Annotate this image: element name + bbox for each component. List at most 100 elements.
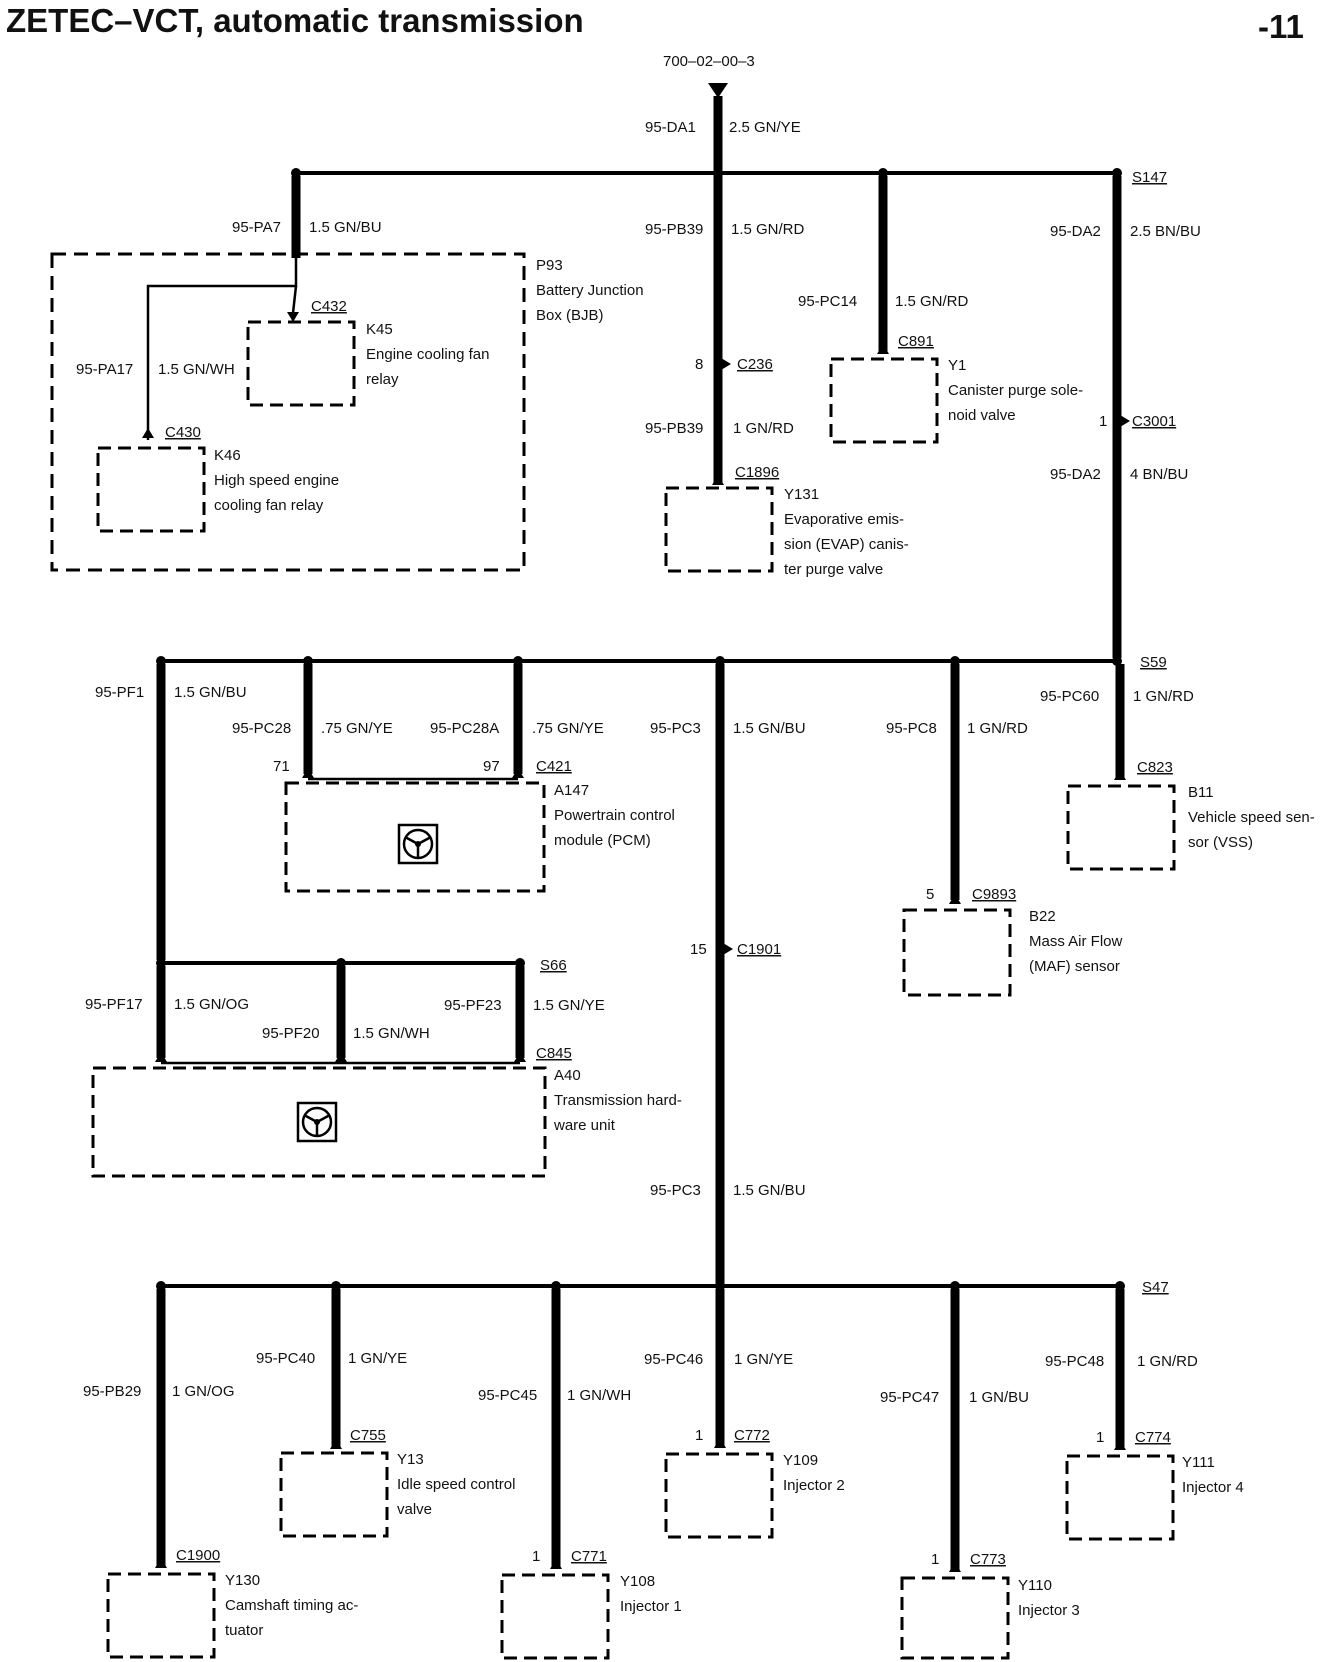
component-desc: Battery Junction — [536, 282, 644, 299]
wire-label-circuit: 95-PB29 — [83, 1383, 141, 1400]
connector-label-c432: C432 — [311, 298, 347, 315]
wire-label-circuit: 95-PC45 — [478, 1387, 537, 1404]
splice-dot — [1112, 168, 1122, 178]
splice-dot — [291, 168, 301, 178]
wire-label-spec: 1 GN/RD — [1133, 688, 1194, 705]
pin-number: 1 — [532, 1548, 540, 1565]
wire-label-spec: 1.5 GN/YE — [533, 997, 605, 1014]
wire-label-circuit: 95-PF17 — [85, 996, 143, 1013]
splice-dot — [156, 1281, 166, 1291]
connector-label-c9893: C9893 — [972, 886, 1016, 903]
source-arrow-icon — [708, 83, 728, 98]
connector-arrow-icon — [877, 344, 889, 354]
component-desc: noid valve — [948, 407, 1016, 424]
pin-number: 97 — [483, 758, 500, 775]
component-desc: ware unit — [553, 1117, 616, 1134]
actuator-y130 — [106, 1572, 216, 1659]
component-desc: Vehicle speed sen- — [1188, 809, 1315, 826]
steering-wheel-icon — [397, 823, 439, 865]
component-desc: High speed engine — [214, 472, 339, 489]
connector-arrow-icon — [330, 1439, 342, 1449]
wire-label-spec: 2.5 BN/BU — [1130, 223, 1201, 240]
connector-arrow-icon — [142, 428, 154, 438]
connector-label-c421: C421 — [536, 758, 572, 775]
wire-label-spec: 1.5 GN/RD — [895, 293, 969, 310]
pin-number: 5 — [926, 886, 934, 903]
battery-junction-box — [50, 252, 526, 572]
wire-label-spec: 1.5 GN/BU — [733, 720, 806, 737]
wire-label-spec: 1 GN/RD — [733, 420, 794, 437]
page-number: -11 — [1258, 8, 1304, 45]
wire-label-circuit: 95-PF20 — [262, 1025, 320, 1042]
splice-dot — [156, 958, 166, 968]
component-desc: Injector 4 — [1182, 1479, 1244, 1496]
wire-label-spec: 1.5 GN/OG — [174, 996, 249, 1013]
component-id-y108: Y108 — [620, 1573, 655, 1590]
connector-label-c1896: C1896 — [735, 464, 779, 481]
component-id-y130: Y130 — [225, 1572, 260, 1589]
connector-label-c771: C771 — [571, 1548, 607, 1565]
connector-arrow-icon — [302, 768, 314, 778]
injector-y108 — [500, 1573, 610, 1660]
wire-label-spec: 1.5 GN/WH — [353, 1025, 430, 1042]
wire-label-circuit: 95-PC48 — [1045, 1353, 1104, 1370]
component-desc: Box (BJB) — [536, 307, 604, 324]
splice-dot — [331, 1281, 341, 1291]
connector-arrow-icon — [287, 312, 299, 322]
connector-label-c773: C773 — [970, 1551, 1006, 1568]
connector-arrow-icon — [714, 1438, 726, 1448]
connector-arrow-icon — [712, 475, 724, 485]
component-desc: Injector 2 — [783, 1477, 845, 1494]
wire-label-circuit: 95-DA1 — [645, 119, 696, 136]
pin-number: 1 — [1099, 413, 1107, 430]
relay-k45 — [246, 320, 356, 407]
splice-dot — [878, 168, 888, 178]
component-id-y110: Y110 — [1018, 1577, 1052, 1594]
wire-label-spec: 1.5 GN/BU — [174, 684, 247, 701]
wire-label-spec: 1 GN/OG — [172, 1383, 235, 1400]
wire-label-spec: 1 GN/RD — [1137, 1353, 1198, 1370]
splice-label-s59: S59 — [1140, 654, 1167, 671]
connector-arrow-icon — [514, 1052, 526, 1062]
wire-label-circuit: 95-PC47 — [880, 1389, 939, 1406]
wire-label-circuit: 95-PF1 — [95, 684, 144, 701]
connector-arrow-icon — [512, 768, 524, 778]
pin-number: 1 — [695, 1427, 703, 1444]
connector-label-c236: C236 — [737, 356, 773, 373]
connector-arrow-icon — [949, 894, 961, 904]
wire-label-spec: 1.5 GN/WH — [158, 361, 235, 378]
component-desc: Mass Air Flow — [1029, 933, 1123, 950]
connector-arrow-icon — [335, 1052, 347, 1062]
wire-label-spec: .75 GN/YE — [321, 720, 393, 737]
component-desc: Engine cooling fan — [366, 346, 489, 363]
wire-internal — [291, 285, 298, 314]
wire-label-circuit: 95-DA2 — [1050, 223, 1101, 240]
splice-dot — [713, 168, 723, 178]
splice-dot — [513, 656, 523, 666]
component-desc: Injector 1 — [620, 1598, 682, 1615]
splice-label-s147: S147 — [1132, 169, 1167, 186]
wire-label-spec: 2.5 GN/YE — [729, 119, 801, 136]
connector-arrow-icon — [155, 1052, 167, 1062]
page-title: ZETEC–VCT, automatic transmission — [6, 2, 584, 39]
valve-y1 — [829, 357, 939, 444]
sensor-b22-maf — [902, 908, 1012, 997]
connector-label-c430: C430 — [165, 424, 201, 441]
splice-dot — [715, 656, 725, 666]
component-desc: Idle speed control — [397, 1476, 515, 1493]
wire-label-circuit: 95-DA2 — [1050, 466, 1101, 483]
component-desc: Injector 3 — [1018, 1602, 1080, 1619]
connector-label-c1900: C1900 — [176, 1547, 220, 1564]
wire-label-spec: 1.5 GN/BU — [309, 219, 382, 236]
connector-arrow-icon — [155, 1558, 167, 1568]
inline-connector-arrow-icon — [1120, 415, 1130, 427]
component-desc: tuator — [225, 1622, 263, 1639]
wire-label-spec: 1 GN/YE — [734, 1351, 793, 1368]
splice-dot — [156, 656, 166, 666]
relay-k46 — [96, 446, 206, 533]
wire-label-circuit: 95-PB39 — [645, 420, 703, 437]
splice-dot — [515, 958, 525, 968]
component-desc: valve — [397, 1501, 432, 1518]
wire-label-circuit: 95-PC28A — [430, 720, 499, 737]
wire-label-circuit: 95-PC14 — [798, 293, 857, 310]
